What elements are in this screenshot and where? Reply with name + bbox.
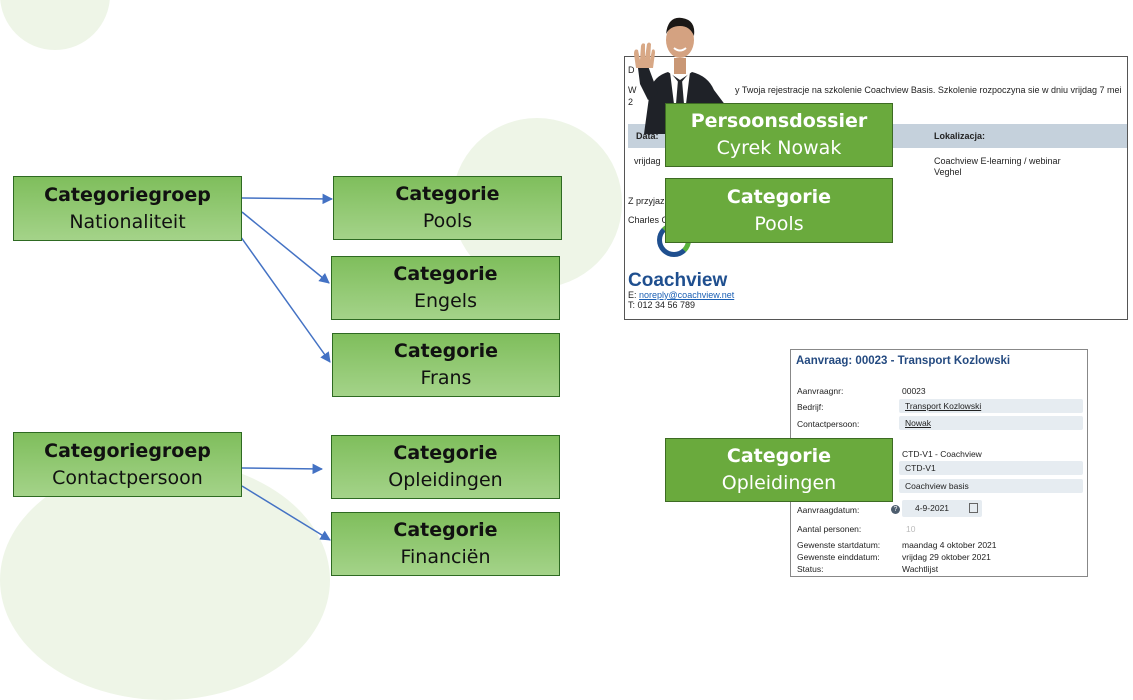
einddatum-label: Gewenste einddatum: xyxy=(797,552,880,562)
email-line-prefix: W xyxy=(628,85,637,95)
arrow-contactpersoon-financien xyxy=(241,485,331,541)
category-name: Frans xyxy=(420,367,472,389)
aanvraagdatum-label: Aanvraagdatum: xyxy=(797,505,860,515)
arrow-contactpersoon-opleidingen xyxy=(241,463,324,475)
course-code: CTD-V1 - Coachview xyxy=(902,449,982,459)
contactpersoon-label: Contactpersoon: xyxy=(797,419,860,429)
email-prefix: E: xyxy=(628,290,637,300)
category-box-engels: Categorie Engels xyxy=(331,256,560,320)
arrow-nationaliteit-pools xyxy=(241,193,334,205)
email-row-location-1: Coachview E-learning / webinar xyxy=(934,156,1061,166)
email-row-date: vrijdag xyxy=(634,156,661,166)
group-name: Nationaliteit xyxy=(69,210,186,233)
category-title: Categorie xyxy=(393,340,499,362)
aanvraagdatum-value: 4-9-2021 xyxy=(915,503,950,513)
form-category-title: Categorie xyxy=(726,445,832,467)
contactpersoon-link[interactable]: Nowak xyxy=(905,418,931,428)
category-title: Categorie xyxy=(393,263,498,285)
email-address-link[interactable]: noreply@coachview.net xyxy=(639,290,735,300)
course-name-value: Coachview basis xyxy=(905,481,969,491)
email-category-name: Pools xyxy=(754,212,804,235)
arrow-nationaliteit-engels xyxy=(241,211,330,284)
arrow-nationaliteit-frans xyxy=(237,232,331,363)
persoonsdossier-box: Persoonsdossier Cyrek Nowak xyxy=(665,103,893,167)
aanvraagnr-value: 00023 xyxy=(902,386,926,396)
category-name: Opleidingen xyxy=(388,469,503,491)
category-box-opleidingen: Categorie Opleidingen xyxy=(331,435,560,499)
persoonsdossier-title: Persoonsdossier xyxy=(690,110,868,132)
category-box-pools: Categorie Pools xyxy=(333,176,562,240)
aantal-personen-value[interactable]: 10 xyxy=(906,524,916,534)
group-name: Contactpersoon xyxy=(52,466,203,489)
einddatum-value: vrijdag 29 oktober 2021 xyxy=(902,552,991,562)
email-body-text: y Twoja rejestracje na szkolenie Coachvi… xyxy=(735,85,1122,95)
calendar-icon[interactable] xyxy=(969,503,978,513)
email-greeting: D xyxy=(628,65,635,75)
aanvraagnr-label: Aanvraagnr: xyxy=(797,386,844,396)
col-lokalizacja: Lokalizacja: xyxy=(934,131,986,141)
form-category-name: Opleidingen xyxy=(721,472,837,494)
connector-arrows xyxy=(237,193,334,541)
email-row-location-2: Veghel xyxy=(934,167,962,177)
status-value: Wachtlijst xyxy=(902,564,939,574)
category-title: Categorie xyxy=(393,442,498,464)
course-name-field[interactable]: Coachview basis xyxy=(899,479,1083,493)
category-name: Engels xyxy=(414,290,477,312)
group-title: Categoriegroep xyxy=(44,183,211,206)
category-title: Categorie xyxy=(395,183,500,205)
persoonsdossier-name: Cyrek Nowak xyxy=(716,137,842,159)
course-code-field[interactable]: CTD-V1 xyxy=(899,461,1083,475)
category-box-financien: Categorie Financiën xyxy=(331,512,560,576)
bedrijf-label: Bedrijf: xyxy=(797,402,824,412)
form-category-box: Categorie Opleidingen xyxy=(665,438,893,502)
aantal-personen-label: Aantal personen: xyxy=(797,524,862,534)
startdatum-label: Gewenste startdatum: xyxy=(797,540,881,550)
bedrijf-link[interactable]: Transport Kozlowski xyxy=(905,401,982,411)
form-title: Aanvraag: 00023 - Transport Kozlowski xyxy=(796,355,1011,367)
email-category-box: Categorie Pools xyxy=(665,178,893,243)
coachview-logo-text: Coachview xyxy=(628,270,728,291)
contactpersoon-field[interactable]: Nowak xyxy=(899,416,1083,430)
email-closing: Z przyjaz xyxy=(628,196,665,206)
category-name: Financiën xyxy=(400,546,491,568)
col-data: Data: xyxy=(636,131,659,141)
category-box-frans: Categorie Frans xyxy=(332,333,560,397)
category-name: Pools xyxy=(422,210,473,232)
email-signature: Charles C xyxy=(628,215,669,225)
email-contact-line: E: noreply@coachview.net xyxy=(628,290,734,300)
email-line3-prefix: 2 xyxy=(628,97,634,107)
email-phone: T: 012 34 56 789 xyxy=(628,300,696,310)
group-box-contactpersoon: Categoriegroep Contactpersoon xyxy=(13,432,242,497)
email-category-title: Categorie xyxy=(726,185,832,208)
help-icon[interactable]: ? xyxy=(891,505,900,514)
category-title: Categorie xyxy=(393,519,498,541)
group-title: Categoriegroep xyxy=(44,439,211,462)
course-code-field-value: CTD-V1 xyxy=(905,463,936,473)
startdatum-value: maandag 4 oktober 2021 xyxy=(902,540,997,550)
aanvraagdatum-field[interactable]: 4-9-2021 xyxy=(902,500,982,517)
status-label: Status: xyxy=(797,564,824,574)
bedrijf-field[interactable]: Transport Kozlowski xyxy=(899,399,1083,413)
group-box-nationaliteit: Categoriegroep Nationaliteit xyxy=(13,176,242,241)
